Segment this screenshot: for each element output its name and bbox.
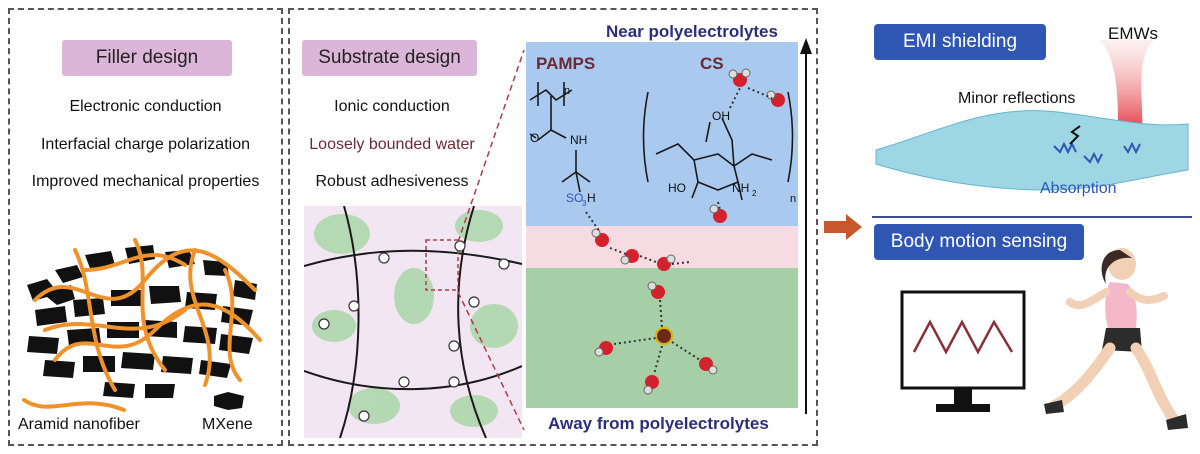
mxene-legend-label: MXene (202, 416, 253, 433)
aramid-fiber-legend-label: Aramid nanofiber (18, 416, 140, 433)
polymer-chains (304, 206, 522, 438)
reflection-arrow (1069, 125, 1081, 145)
cs-nh2-label: NH (732, 181, 749, 195)
emi-shielding-illustration (875, 40, 1189, 191)
water-domains (312, 210, 518, 427)
away-from-polyelectrolytes-label: Away from polyelectrolytes (548, 414, 769, 433)
substrate-item-1: Ionic conduction (334, 98, 450, 115)
incident-wave-beam (1100, 40, 1154, 130)
ionic-groups (318, 240, 510, 422)
svg-text:2: 2 (752, 189, 757, 198)
minor-reflections-label: Minor reflections (958, 90, 1076, 107)
substrate-item-2: Loosely bounded water (309, 136, 475, 153)
monitor-icon (900, 290, 1026, 412)
near-polyelectrolytes-label: Near polyelectrolytes (606, 22, 778, 41)
shielding-film (875, 110, 1189, 191)
section-divider (872, 216, 1192, 218)
cs-oh-label: OH (712, 109, 730, 123)
filler-design-panel (8, 8, 283, 446)
hydrogen-bonds (585, 87, 773, 375)
cs-n-subscript: n (790, 193, 796, 205)
emi-shielding-title: EMI shielding (874, 24, 1046, 60)
zoom-box (425, 239, 459, 291)
molecule-region-top (526, 42, 798, 226)
body-motion-sensing-title: Body motion sensing (874, 224, 1084, 260)
filler-item-1: Electronic conduction (69, 98, 222, 115)
substrate-design-title: Substrate design (302, 40, 477, 76)
filler-item-2: Interfacial charge polarization (40, 136, 250, 153)
vertical-gradient-arrow (800, 38, 812, 414)
pamps-n-subscript: n (564, 85, 570, 97)
water-molecules (591, 68, 785, 395)
flow-arrow-icon (824, 214, 862, 240)
absorption-waves (1053, 141, 1141, 165)
absorption-label: Absorption (1040, 180, 1117, 197)
pamps-nh-label: NH (570, 133, 587, 147)
molecular-structure: n NH O SO 3 H OH HO NH 2 n (529, 68, 796, 395)
mxene-flakes (27, 245, 257, 398)
svg-text:O: O (530, 131, 539, 145)
mxene-legend-icon (214, 392, 244, 410)
aramid-fiber-legend-icon (22, 398, 126, 412)
svg-text:H: H (587, 191, 596, 205)
filler-design-title: Filler design (62, 40, 232, 76)
polymer-network-illustration (304, 206, 522, 438)
pamps-label: PAMPS (536, 54, 596, 73)
runner-icon (1044, 248, 1188, 430)
cs-ho-label: HO (668, 181, 686, 195)
substrate-design-panel (288, 8, 818, 446)
filler-item-3: Improved mechanical properties (31, 173, 260, 190)
aramid-mxene-network-illustration (27, 238, 262, 398)
signal-waveform (912, 319, 1014, 355)
aramid-fibers (33, 238, 262, 392)
emws-label: EMWs (1108, 24, 1159, 43)
cs-label: CS (700, 54, 724, 73)
substrate-item-3: Robust adhesiveness (315, 173, 469, 190)
pamps-so3h-label: SO (566, 191, 583, 205)
svg-text:3: 3 (582, 199, 587, 208)
zoom-connector-lines (457, 49, 525, 431)
